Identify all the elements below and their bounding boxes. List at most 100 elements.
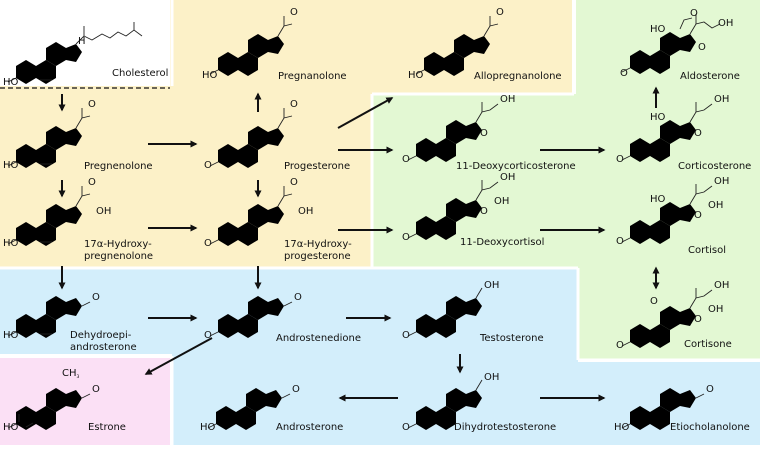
atom-label-o: O [698, 42, 706, 53]
atom-label-o: O [402, 330, 410, 341]
atom-label-o: O [616, 340, 624, 351]
etiocholanolone-structure [621, 385, 705, 430]
label-cortisone: Cortisone [684, 339, 732, 350]
estrogen-region [0, 358, 170, 445]
atom-label-oh: OH [714, 94, 729, 105]
label-hydroxyprogesterone: 17α-Hydroxy-progesterone [284, 239, 352, 262]
atom-label-o: O [290, 7, 298, 18]
atom-label-ho: HO [200, 422, 216, 433]
atom-label-ch3-text: CH [62, 368, 77, 379]
deoxycorticosterone-structure [407, 102, 499, 162]
atom-label-ho: HO [650, 194, 666, 205]
atom-label-o: O [690, 8, 698, 19]
pregnanolone-structure [209, 16, 293, 76]
atom-label-o: O [204, 330, 212, 341]
label-cholesterol: Cholesterol [112, 68, 168, 79]
androstenedione-structure [209, 293, 293, 338]
label-estrone: Estrone [88, 422, 126, 433]
atom-label-oh: OH [494, 196, 509, 207]
label-corticosterone: Corticosterone [678, 161, 751, 172]
atom-labels: HO H HO O HO O O HO O OH O HO O O O O OH… [3, 7, 733, 433]
pregnenolone-structure [7, 108, 91, 168]
atom-label-o: O [92, 292, 100, 303]
arrow-androstenedione-to-estrone [144, 337, 213, 375]
atom-label-o: O [402, 154, 410, 165]
atom-label-ho: HO [3, 160, 19, 171]
androgen-region [0, 268, 760, 445]
estrone-structure [7, 385, 91, 430]
atom-label-o: O [294, 292, 302, 303]
atom-label-oh: OH [500, 94, 515, 105]
atom-label-o: O [92, 384, 100, 395]
atom-label-ho: HO [408, 70, 424, 81]
atom-label-o: O [694, 210, 702, 221]
atom-label-ch3: CH3 [62, 368, 80, 380]
label-pregnanolone: Pregnanolone [278, 71, 347, 82]
dhea-structure [7, 293, 91, 338]
atom-label-o: O [706, 384, 714, 395]
label-hydroxypregnenolone-line1: 17α-Hydroxy- [84, 239, 152, 250]
label-allopregnanolone: Allopregnanolone [474, 71, 562, 82]
atom-label-oh: OH [500, 172, 515, 183]
androsterone-structure [207, 385, 291, 430]
allopregnanolone-structure [415, 16, 499, 76]
atom-label-oh: OH [298, 206, 313, 217]
atom-label-ho: HO [3, 238, 19, 249]
compound-labels: Cholesterol Pregnanolone Allopregnanolon… [70, 68, 751, 433]
atom-label-oh: OH [96, 206, 111, 217]
atom-label-o: O [88, 99, 96, 110]
atom-label-h: H [78, 36, 86, 47]
atom-label-o: O [204, 160, 212, 171]
atom-label-ho: HO [3, 422, 19, 433]
label-aldosterone: Aldosterone [680, 71, 740, 82]
atom-label-ho: HO [202, 70, 218, 81]
atom-label-oh: OH [714, 176, 729, 187]
atom-label-o: O [402, 232, 410, 243]
atom-label-o: O [204, 238, 212, 249]
cortisone-structure [621, 288, 713, 348]
atom-label-o: O [88, 177, 96, 188]
atom-label-oh: OH [484, 372, 499, 383]
label-etiocholanolone: Etiocholanolone [670, 422, 750, 433]
atom-label-ch3-subscript: 3 [77, 374, 80, 380]
atom-label-ho: HO [650, 24, 666, 35]
atom-label-o: O [480, 128, 488, 139]
aldosterone-structure [621, 14, 721, 74]
label-dihydrotestosterone: Dihydrotestosterone [454, 422, 556, 433]
atom-label-oh: OH [718, 18, 733, 29]
atom-label-o: O [292, 384, 300, 395]
atom-label-oh: OH [484, 280, 499, 291]
atom-label-o: O [650, 296, 658, 307]
atom-label-oh: OH [708, 304, 723, 315]
label-hydroxypregnenolone-line2: pregnenolone [84, 251, 153, 262]
label-deoxycorticosterone: 11-Deoxycorticosterone [456, 161, 576, 172]
label-hydroxyprogesterone-line1: 17α-Hydroxy- [284, 239, 352, 250]
dihydrotestosterone-structure [407, 379, 483, 430]
label-dhea-line2: androsterone [70, 342, 137, 353]
atom-label-o: O [480, 206, 488, 217]
label-pregnenolone: Pregnenolone [84, 161, 153, 172]
label-deoxycortisol: 11-Deoxycortisol [460, 237, 544, 248]
label-hydroxypregnenolone: 17α-Hydroxy-pregnenolone [84, 239, 153, 262]
progesterone-structure [209, 108, 293, 168]
cortisol-structure [621, 184, 713, 244]
atom-label-ho: HO [3, 330, 19, 341]
atom-label-ho: HO [3, 77, 19, 88]
label-testosterone: Testosterone [479, 333, 544, 344]
atom-label-oh: OH [708, 200, 723, 211]
label-androstenedione: Androstenedione [276, 333, 361, 344]
label-dhea-line1: Dehydroepi- [70, 330, 132, 341]
atom-label-o: O [616, 236, 624, 247]
label-dhea: Dehydroepi-androsterone [70, 330, 137, 353]
testosterone-structure [407, 287, 483, 338]
corticoid-region [372, 0, 760, 360]
atom-label-ho: HO [614, 422, 630, 433]
label-hydroxyprogesterone-line2: progesterone [284, 251, 351, 262]
molecule-structures [7, 14, 721, 430]
arrow-progesterone-to-allopregnanolone [337, 97, 394, 129]
reaction-arrows [58, 86, 660, 402]
label-progesterone: Progesterone [284, 161, 350, 172]
atom-label-o: O [290, 177, 298, 188]
